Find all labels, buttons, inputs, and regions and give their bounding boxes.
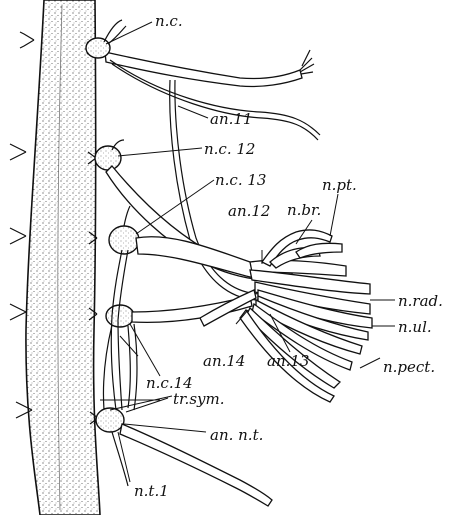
label-an13: an.13 [267, 352, 309, 370]
label-an11: an.11 [210, 110, 252, 128]
label-nt1: n.t.1 [134, 482, 169, 500]
label-nc-top: n.c. [155, 12, 183, 30]
label-npect: n.pect. [383, 358, 435, 376]
ganglion-nc14 [106, 290, 256, 327]
label-annt: an. n.t. [210, 426, 263, 444]
label-an14: an.14 [203, 352, 245, 370]
label-trsym: tr.sym. [173, 390, 224, 408]
ganglion-nt1 [96, 408, 272, 506]
spinal-cord [26, 0, 100, 515]
label-nc12: n.c. 12 [204, 140, 255, 158]
label-an12: an.12 [228, 202, 270, 220]
sympathetic-trunk [103, 250, 137, 410]
label-nbr: n.br. [287, 201, 321, 219]
label-nul: n.ul. [398, 318, 432, 336]
label-nc13: n.c. 13 [215, 171, 266, 189]
label-npt: n.pt. [322, 176, 357, 194]
plexus-trunks [240, 230, 372, 402]
label-nrad: n.rad. [398, 292, 443, 310]
